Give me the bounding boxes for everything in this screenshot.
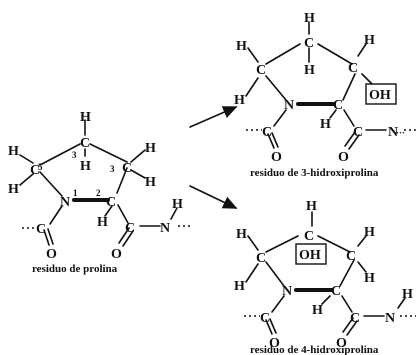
proline-c-acid: C (125, 221, 135, 236)
hp4-oh-box (295, 243, 327, 265)
hp3-h-c5b: H (234, 93, 245, 108)
hp3-c-acid: C (353, 125, 363, 140)
hp3-c4: C (304, 36, 314, 51)
proline-num-1: 1 (73, 188, 78, 198)
hp4-c4: C (304, 229, 314, 244)
hp4-h-c5b: H (234, 279, 245, 294)
hydroxy3-caption: residuo de 3-hidroxiprolina (250, 167, 379, 179)
hp3-h-c4: H (304, 63, 315, 78)
hp4-carbonyl-c: C (260, 311, 270, 326)
hp4-c5: C (256, 251, 266, 266)
hp3-c3: C (348, 61, 358, 76)
hp3-h-c2: H (320, 117, 331, 132)
hp3-h-c3: H (364, 33, 375, 48)
hp4-h-c3b: H (364, 271, 375, 286)
proline-carbonyl-o: O (46, 247, 57, 262)
proline-carbonyl-c: C (36, 222, 46, 237)
proline-amide-h: H (172, 197, 183, 212)
proline-c5: C (30, 163, 40, 178)
proline-h-c3b: H (145, 175, 156, 190)
hp4-amide-n: N (385, 311, 395, 326)
hp3-acid-o: O (338, 150, 349, 165)
hp4-amide-h: H (402, 287, 413, 302)
proline-structure: H C H H H C H H C N C H C O C O N H 3 3 … (8, 110, 192, 275)
hp4-oh: OH (299, 248, 321, 263)
arrow-to-4-hydroxy (189, 185, 238, 209)
proline-h-c4: H (80, 159, 91, 174)
hp4-n: N (282, 284, 292, 299)
hydroxy4-caption: residuo de 4-hidroxiprolina (250, 344, 379, 355)
hp3-h-c5a: H (236, 39, 247, 54)
proline-num-4: 3 (72, 150, 77, 160)
hp4-h-c2: H (312, 303, 323, 318)
proline-h-c5a: H (8, 144, 19, 159)
proline-c3: C (122, 161, 132, 176)
hp4-carbonyl-o: O (269, 336, 280, 351)
hp3-amide-n: N (388, 125, 398, 140)
hp3-c2: C (333, 98, 343, 113)
hydroxyproline-4-structure: H C OH C H H C H H N C H C O C O N H (234, 199, 416, 351)
arrow-to-3-hydroxy (189, 106, 238, 128)
hp3-dangling: ··· (396, 128, 405, 138)
proline-num-5: 5 (38, 162, 43, 172)
hp3-oh-box (365, 83, 397, 105)
hp3-carbonyl-c: C (262, 125, 272, 140)
proline-caption: residuo de prolina (32, 263, 118, 275)
hp3-carbonyl-o: O (271, 150, 282, 165)
hp3-c5: C (256, 63, 266, 78)
proline-c4: C (80, 136, 90, 151)
hp4-c2: C (331, 284, 341, 299)
proline-h-top: H (80, 110, 91, 125)
proline-num-3: 3 (110, 164, 115, 174)
hp3-n: N (284, 98, 294, 113)
proline-acid-o: O (111, 247, 122, 262)
proline-h-c2: H (97, 215, 108, 230)
proline-n: N (60, 195, 70, 210)
proline-amide-n: N (160, 221, 170, 236)
hp4-c3: C (346, 249, 356, 264)
hp4-acid-o: O (336, 336, 347, 351)
hp3-oh: OH (369, 88, 391, 103)
proline-num-2: 2 (96, 188, 101, 198)
hydroxyproline-3-structure: H C H C H H C H OH N C H C O C O N ··· r… (234, 11, 416, 179)
proline-h-c3a: H (145, 141, 156, 156)
hp4-h-c3a: H (364, 225, 375, 240)
proline-h-c5b: H (8, 182, 19, 197)
hp4-c-acid: C (350, 311, 360, 326)
proline-c2: C (106, 195, 116, 210)
hp4-h-c5a: H (236, 227, 247, 242)
hp3-h-top: H (304, 11, 315, 26)
hp4-h-top: H (306, 199, 317, 214)
